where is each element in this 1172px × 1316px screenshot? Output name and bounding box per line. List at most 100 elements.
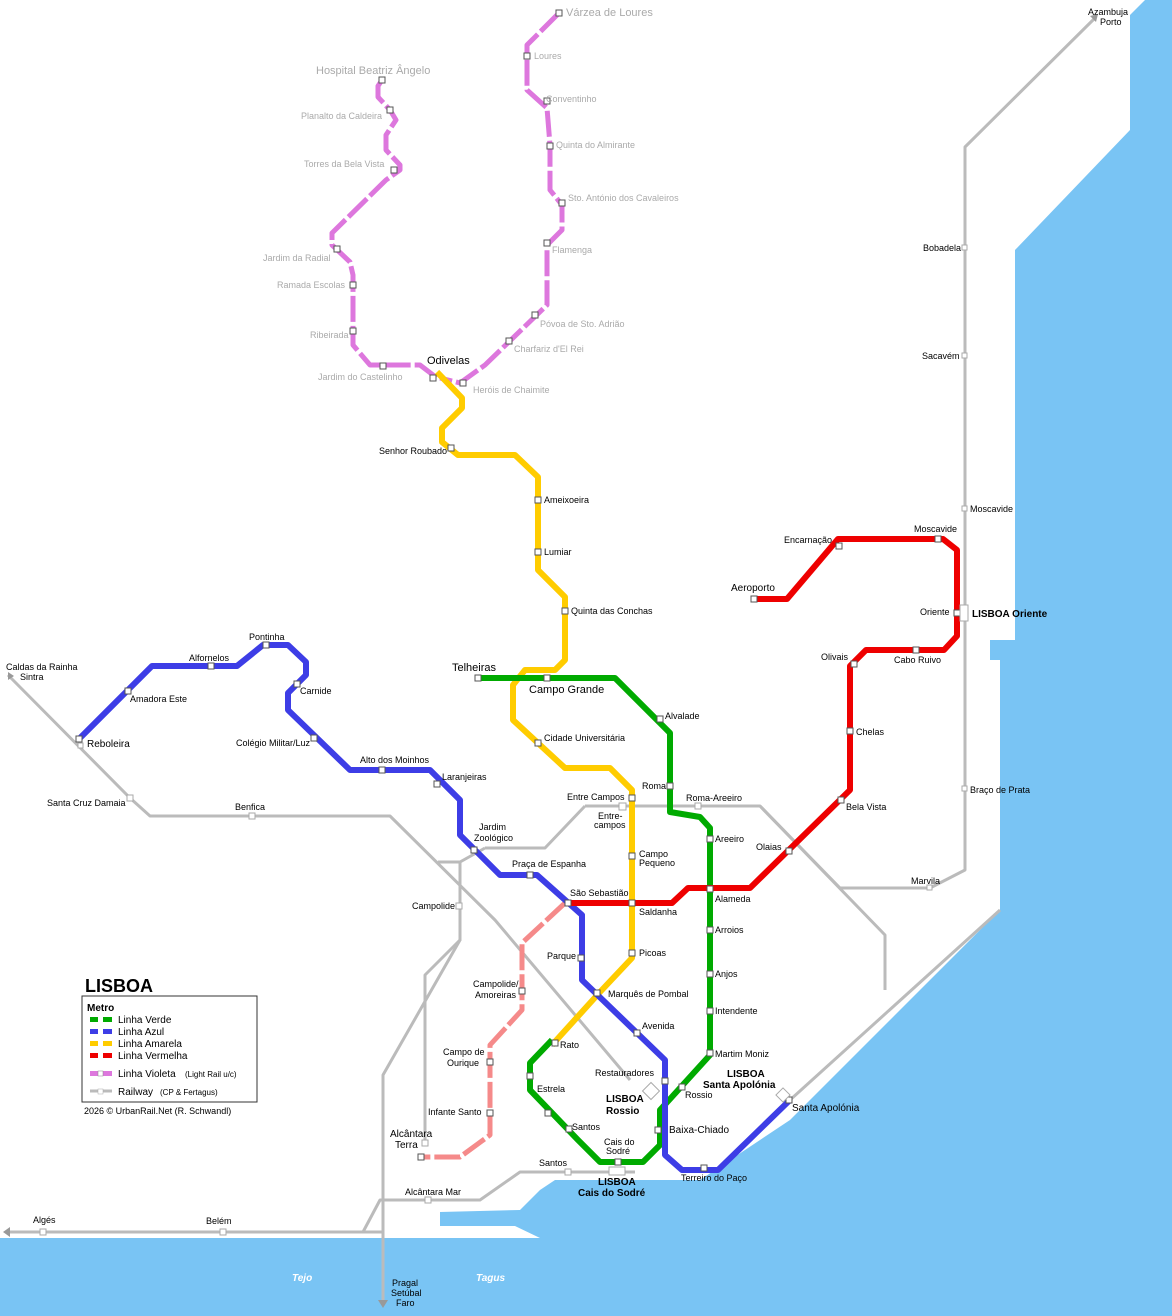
station-label: Cais do bbox=[604, 1137, 635, 1147]
southbound-arrow bbox=[378, 1300, 388, 1308]
water-label-tejo: Tejo bbox=[292, 1273, 312, 1284]
railway-network bbox=[6, 16, 1097, 1305]
station-label: Roma-Areeiro bbox=[686, 793, 742, 803]
station-label: Olivais bbox=[821, 652, 849, 662]
legend bbox=[81, 995, 258, 1103]
station-label: Campolide/ bbox=[473, 979, 519, 989]
railway-stations bbox=[39, 244, 969, 1236]
station-label: Ameixoeira bbox=[544, 495, 589, 505]
station-label: Planalto da Caldeira bbox=[301, 111, 382, 121]
station-label: Várzea de Loures bbox=[566, 7, 653, 19]
station-label: Póvoa de Sto. Adrião bbox=[540, 319, 625, 329]
water-label-tagus: Tagus bbox=[476, 1273, 506, 1284]
station-label: Jardim do Castelinho bbox=[318, 372, 403, 382]
station-label: Ramada Escolas bbox=[277, 280, 346, 290]
station-label: Campo de bbox=[443, 1047, 485, 1057]
station-label: Chelas bbox=[856, 727, 885, 737]
rail-label: Marvila bbox=[911, 876, 940, 886]
station-label: Rato bbox=[560, 1040, 579, 1050]
legend-azul: Linha Azul bbox=[118, 1027, 164, 1038]
linha-azul bbox=[75, 642, 793, 1173]
station-label: Reboleira bbox=[87, 739, 130, 750]
rail-label: Algés bbox=[33, 1215, 56, 1225]
legend-violeta: Linha Violeta bbox=[118, 1069, 176, 1080]
station-label: Carnide bbox=[300, 686, 332, 696]
station-label: Saldanha bbox=[639, 907, 677, 917]
legend-heading: Metro bbox=[87, 1003, 114, 1014]
station-label: Marquês de Pombal bbox=[608, 989, 689, 999]
station-label: Moscavide bbox=[914, 524, 957, 534]
northwest-arrow bbox=[8, 672, 14, 680]
station-label: Colégio Militar/Luz bbox=[236, 738, 311, 748]
station-label: Parque bbox=[547, 951, 576, 961]
station-label: Ourique bbox=[447, 1058, 479, 1068]
rail-label: Benfica bbox=[235, 802, 265, 812]
station-label: Arroios bbox=[715, 925, 744, 935]
northeast-arrow bbox=[1090, 14, 1098, 22]
rail-label: Alcântara bbox=[390, 1129, 433, 1140]
station-label: Bela Vista bbox=[846, 802, 886, 812]
station-label: Telheiras bbox=[452, 662, 497, 674]
station-label: Torres da Bela Vista bbox=[304, 159, 384, 169]
station-label: Senhor Roubado bbox=[379, 446, 447, 456]
rail-label: Campolide bbox=[412, 901, 455, 911]
station-label: Quinta das Conchas bbox=[571, 606, 653, 616]
station-label: Martim Moniz bbox=[715, 1049, 770, 1059]
station-label: Heróis de Chaimite bbox=[473, 385, 550, 395]
station-label: Rossio bbox=[685, 1090, 713, 1100]
linha-amarela bbox=[434, 369, 635, 1048]
rail-label: Santa Cruz Damaia bbox=[47, 798, 126, 808]
station-label: Odivelas bbox=[427, 355, 470, 367]
rail-label: Braço de Prata bbox=[970, 785, 1030, 795]
station-label: Cidade Universitária bbox=[544, 733, 625, 743]
rail-label: Bobadela bbox=[923, 243, 961, 253]
station-label: Campo Grande bbox=[529, 684, 604, 696]
rail-label: Azambuja bbox=[1088, 7, 1128, 17]
map-title: LISBOA bbox=[85, 976, 153, 996]
rail-label: LISBOA bbox=[727, 1069, 765, 1080]
station-label: Intendente bbox=[715, 1006, 758, 1016]
station-label: São Sebastião bbox=[570, 888, 629, 898]
rail-label: Cais do Sodré bbox=[578, 1188, 646, 1199]
station-label: Jardim da Radial bbox=[263, 253, 331, 263]
westbound-arrow bbox=[3, 1227, 10, 1237]
station-label: Laranjeiras bbox=[442, 772, 487, 782]
rail-label: Caldas da Rainha bbox=[6, 662, 78, 672]
station-label: Quinta do Almirante bbox=[556, 140, 635, 150]
station-label: Estrela bbox=[537, 1084, 565, 1094]
station-label: Cabo Ruivo bbox=[894, 655, 941, 665]
rail-label: Moscavide bbox=[970, 504, 1013, 514]
station-label: Encarnação bbox=[784, 535, 832, 545]
station-label: Santos bbox=[572, 1122, 601, 1132]
station-label: Infante Santo bbox=[428, 1107, 482, 1117]
station-label: Aeroporto bbox=[731, 583, 775, 594]
station-label: Lumiar bbox=[544, 547, 572, 557]
legend-railway-note: (CP & Fertagus) bbox=[160, 1088, 218, 1097]
station-label: Campo bbox=[639, 849, 668, 859]
rail-label: Rossio bbox=[606, 1106, 639, 1117]
station-label: Entre- bbox=[598, 811, 623, 821]
station-label: Jardim bbox=[479, 822, 506, 832]
station-label: Terreiro do Paço bbox=[681, 1173, 747, 1183]
station-label: Picoas bbox=[639, 948, 667, 958]
station-label: campos bbox=[594, 820, 626, 830]
station-label: Roma bbox=[642, 781, 666, 791]
rail-label: Sacavém bbox=[922, 351, 960, 361]
rail-label: LISBOA Oriente bbox=[972, 609, 1048, 620]
station-label: Alto dos Moinhos bbox=[360, 755, 430, 765]
map-credit: 2026 © UrbanRail.Net (R. Schwandl) bbox=[84, 1106, 231, 1116]
station-label: Alameda bbox=[715, 894, 751, 904]
station-label: Pontinha bbox=[249, 632, 285, 642]
station-label: Olaias bbox=[756, 842, 782, 852]
station-label: Areeiro bbox=[715, 834, 744, 844]
rail-label: Pragal bbox=[392, 1278, 418, 1288]
station-label: Ribeirada bbox=[310, 330, 349, 340]
station-label: Sodré bbox=[606, 1146, 630, 1156]
rail-label: Terra bbox=[395, 1140, 418, 1151]
station-label: Avenida bbox=[642, 1021, 674, 1031]
station-label: Zoológico bbox=[474, 833, 513, 843]
station-label: Conventinho bbox=[546, 94, 597, 104]
station-label: Alfornelos bbox=[189, 653, 230, 663]
